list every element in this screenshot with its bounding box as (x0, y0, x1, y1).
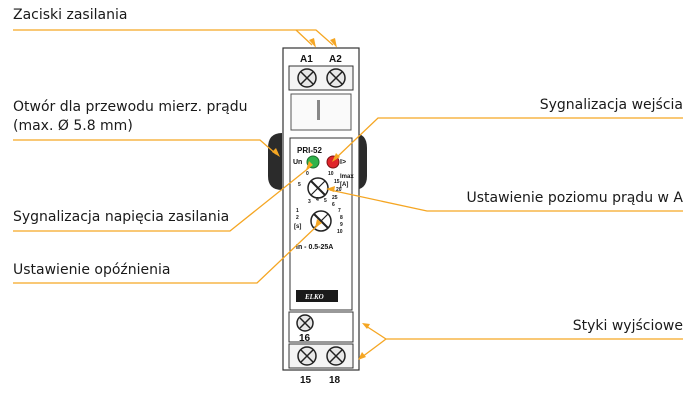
leader-input-signal (335, 117, 683, 159)
terminal-a2-label: A2 (329, 54, 342, 65)
leader-supply-signal (13, 166, 311, 232)
sec-unit-label: [s] (294, 224, 301, 230)
left-mounting-clip (268, 133, 282, 190)
range-label: In - 0.5-25A (296, 244, 333, 251)
model-label: PRI-52 (297, 146, 322, 155)
delay-scale-8: 8 (340, 215, 343, 221)
callout-delay-setting: Ustawienie opóźnienia (13, 262, 171, 278)
current-scale-5: 5 (298, 182, 301, 188)
delay-scale-6: 6 (332, 202, 335, 208)
delay-scale-10: 10 (337, 229, 343, 235)
delay-scale-5: 5 (324, 198, 327, 204)
delay-scale-2: 2 (296, 215, 299, 221)
delay-scale-9: 9 (340, 222, 343, 228)
terminal-a1-label: A1 (300, 54, 313, 65)
callout-output-contacts: Styki wyjściowe (572, 318, 683, 334)
screw-16 (296, 314, 314, 332)
leader-power-terminals-a1 (295, 29, 313, 46)
callout-input-signal: Sygnalizacja wejścia (539, 97, 683, 113)
delay-scale-1: 1 (296, 208, 299, 214)
callout-current-hole-line1: Otwór dla przewodu mierz. prądu (13, 99, 248, 115)
callout-power-terminals: Zaciski zasilania (13, 7, 128, 23)
terminal-15-label: 15 (300, 375, 312, 386)
screw-a2 (326, 68, 346, 88)
leader-delay-setting (13, 224, 319, 284)
leader-power-terminals (13, 29, 334, 46)
delay-scale-3: 3 (308, 199, 311, 205)
current-scale-10: 10 (328, 171, 334, 177)
current-setting-knob[interactable] (307, 177, 329, 199)
callout-current-setting: Ustawienie poziomu prądu w A (466, 190, 683, 206)
relay-housing (282, 47, 360, 371)
led-un-label: Un (293, 159, 302, 166)
screw-a1 (297, 68, 317, 88)
terminal-16-label: 16 (299, 333, 311, 344)
delay-scale-7: 7 (338, 208, 341, 214)
current-scale-25: 25 (332, 195, 338, 201)
leader-lines (13, 29, 683, 358)
screw-15 (297, 346, 317, 366)
leader-current-hole (13, 139, 277, 155)
current-scale-15: 15 (334, 179, 340, 185)
led-i-label: I> (340, 159, 346, 166)
leader-output-contacts-2 (361, 338, 387, 358)
delay-scale-4: 4 (316, 197, 319, 203)
current-scale-0: 0 (306, 171, 309, 177)
brand-logo: ELKO (304, 293, 324, 301)
amp-unit-label: [A] (340, 182, 348, 188)
current-scale-20: 20 (336, 187, 342, 193)
terminal-18-label: 18 (329, 375, 341, 386)
screw-18 (326, 346, 346, 366)
callout-current-hole-line2: (max. Ø 5.8 mm) (13, 118, 133, 134)
callout-supply-signal: Sygnalizacja napięcia zasilania (13, 209, 230, 225)
leader-arrowheads (272, 38, 370, 360)
leader-current-setting (329, 189, 683, 212)
imax-label: Imax (340, 174, 354, 180)
